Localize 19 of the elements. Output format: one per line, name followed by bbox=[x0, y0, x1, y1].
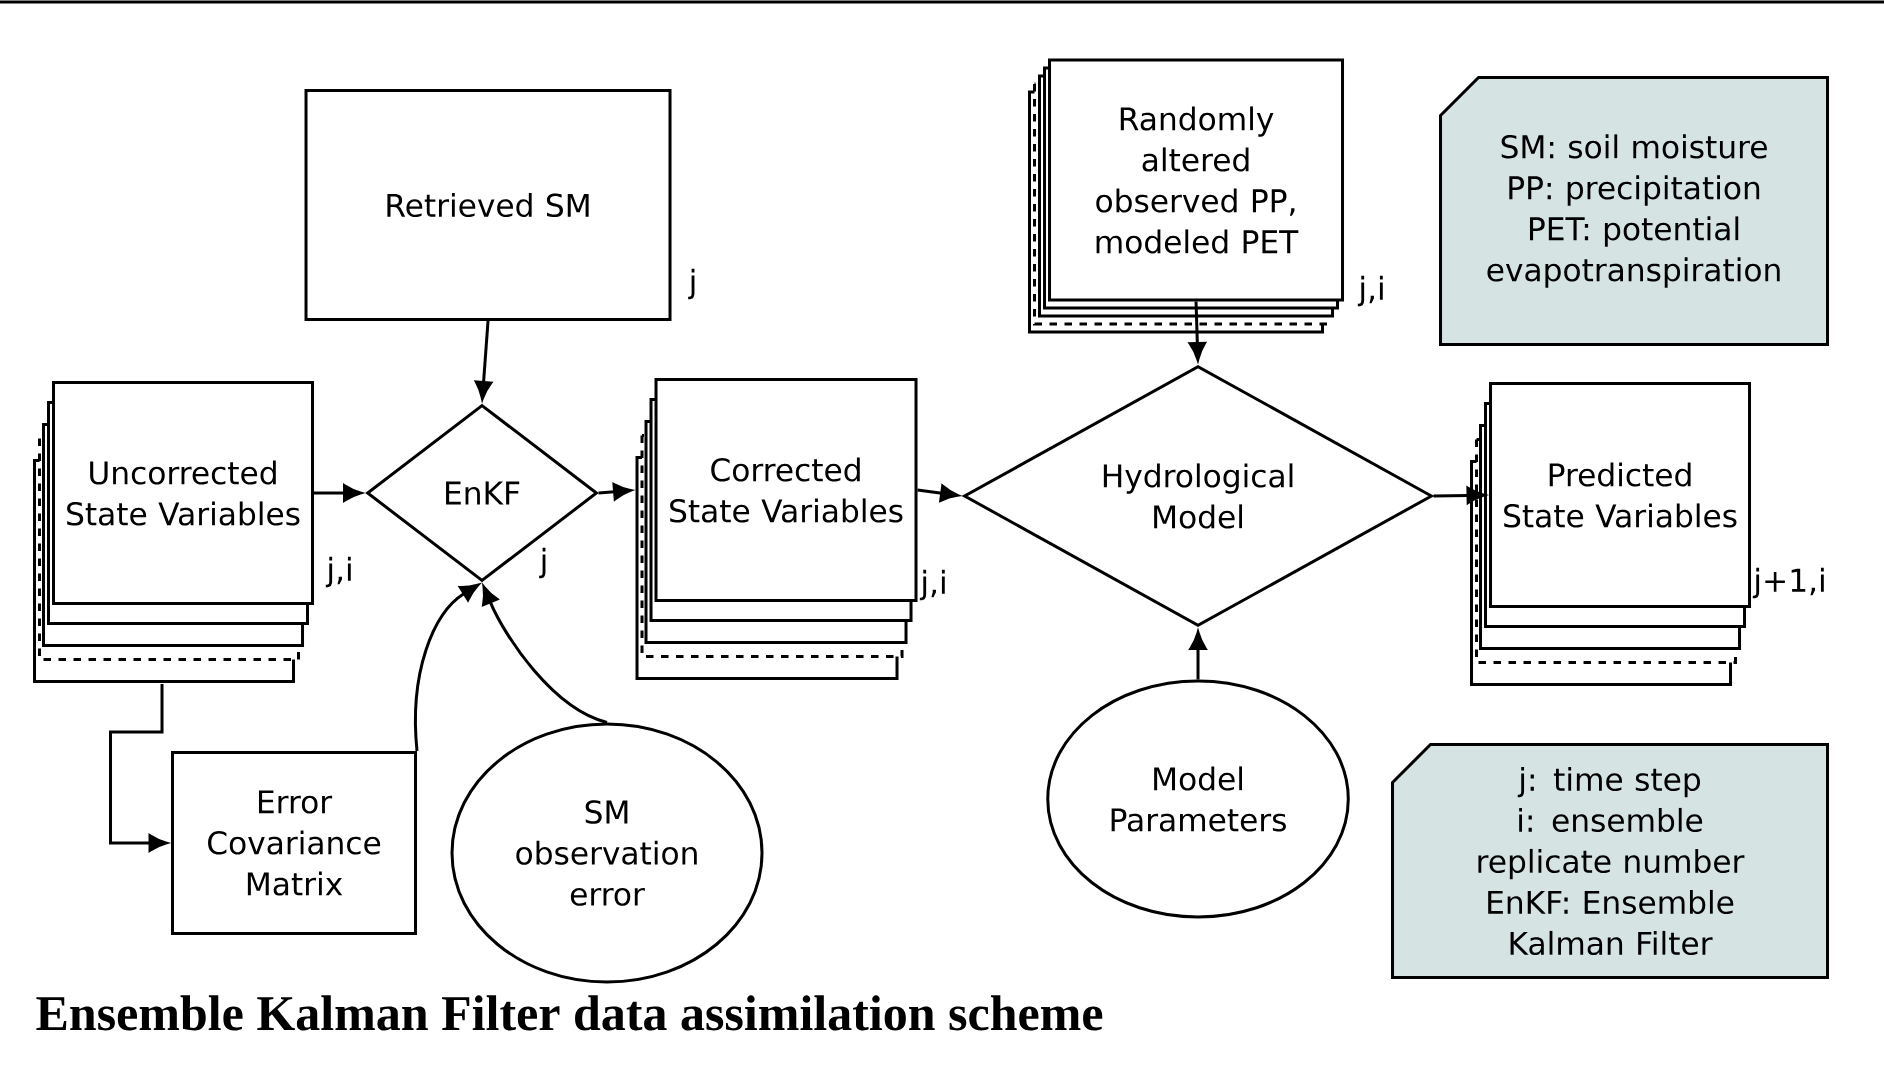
process-box: Retrieved SM bbox=[304, 89, 672, 321]
process-box: Error Covariance Matrix bbox=[171, 751, 417, 935]
index-label: j,i bbox=[1357, 275, 1383, 307]
arrow bbox=[482, 585, 608, 724]
index-label: j,i bbox=[919, 569, 945, 601]
stacked-box: Uncorrected State Variables bbox=[33, 381, 314, 683]
caption: Ensemble Kalman Filter data assimilation scheme bbox=[36, 995, 1103, 1031]
note-box: j: time step i: ensemble replicate number EnKF: Ensemble Kalman Filter bbox=[1391, 743, 1829, 979]
stacked-box: Predicted State Variables bbox=[1470, 382, 1752, 686]
arrow bbox=[414, 583, 480, 752]
arrow bbox=[1433, 486, 1486, 505]
index-label: j,i bbox=[325, 556, 351, 588]
index-label: j bbox=[688, 268, 695, 300]
index-label: j bbox=[539, 547, 546, 579]
index-label: j+1,i bbox=[1752, 567, 1824, 599]
note-box: SM: soil moisture PP: precipitation PET: potential evapotranspiration bbox=[1439, 76, 1829, 346]
arrow bbox=[109, 684, 168, 852]
stacked-box: Corrected State Variables bbox=[635, 378, 918, 680]
stacked-box: Randomly altered observed PP, modeled PET bbox=[1028, 58, 1344, 334]
